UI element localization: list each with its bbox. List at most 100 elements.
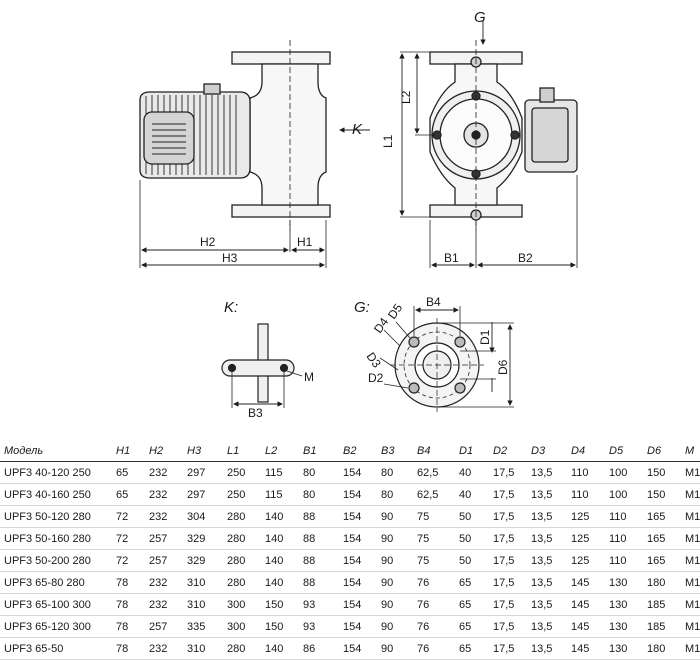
value-cell: 335	[183, 615, 223, 638]
front-dimensions	[399, 20, 576, 268]
value-cell: 90	[377, 637, 413, 660]
value-cell: 150	[261, 615, 299, 638]
column-header: D3	[527, 440, 567, 462]
value-cell: 13,5	[527, 571, 567, 594]
value-cell: 280	[223, 571, 261, 594]
column-header: B1	[299, 440, 339, 462]
value-cell: 185	[643, 593, 681, 616]
technical-drawing: H2 H1 H3 K G L	[139, 9, 578, 420]
column-header: B4	[413, 440, 455, 462]
pump-front-view	[400, 40, 578, 268]
value-cell: M10	[681, 483, 700, 506]
value-cell: 13,5	[527, 549, 567, 572]
d2-label: D2	[368, 371, 384, 385]
value-cell: 17,5	[489, 527, 527, 550]
value-cell: 165	[643, 505, 681, 528]
value-cell: 50	[455, 549, 489, 572]
value-cell: 310	[183, 637, 223, 660]
value-cell: 72	[112, 527, 145, 550]
value-cell: 88	[299, 527, 339, 550]
value-cell: 280	[223, 527, 261, 550]
value-cell: 72	[112, 505, 145, 528]
view-g-drawing	[379, 306, 514, 412]
value-cell: 130	[605, 571, 643, 594]
value-cell: 72	[112, 549, 145, 572]
value-cell: 80	[377, 483, 413, 506]
value-cell: 329	[183, 549, 223, 572]
d1-label: D1	[478, 329, 492, 345]
value-cell: 76	[413, 615, 455, 638]
k-arrow-label: K	[352, 121, 363, 138]
value-cell: 280	[223, 505, 261, 528]
value-cell: 154	[339, 571, 377, 594]
value-cell: 88	[299, 549, 339, 572]
value-cell: 300	[223, 615, 261, 638]
value-cell: 140	[261, 637, 299, 660]
value-cell: 86	[299, 637, 339, 660]
model-cell: UPF3 50-160 280	[0, 527, 112, 550]
value-cell: 17,5	[489, 615, 527, 638]
value-cell: 65	[455, 615, 489, 638]
value-cell: 93	[299, 593, 339, 616]
value-cell: 145	[567, 615, 605, 638]
value-cell: 75	[413, 549, 455, 572]
value-cell: 130	[605, 615, 643, 638]
value-cell: 232	[145, 461, 183, 484]
value-cell: 78	[112, 615, 145, 638]
model-cell: UPF3 65-100 300	[0, 593, 112, 616]
value-cell: 78	[112, 571, 145, 594]
value-cell: 76	[413, 571, 455, 594]
value-cell: 65	[112, 483, 145, 506]
value-cell: 13,5	[527, 483, 567, 506]
value-cell: 145	[567, 637, 605, 660]
value-cell: 165	[643, 549, 681, 572]
value-cell: 110	[605, 527, 643, 550]
value-cell: 180	[643, 637, 681, 660]
value-cell: M10	[681, 637, 700, 660]
value-cell: 13,5	[527, 505, 567, 528]
d3-label: D3	[364, 350, 384, 371]
value-cell: 185	[643, 615, 681, 638]
value-cell: 257	[145, 549, 183, 572]
column-header: D1	[455, 440, 489, 462]
value-cell: 93	[299, 615, 339, 638]
value-cell: 154	[339, 593, 377, 616]
value-cell: 329	[183, 527, 223, 550]
value-cell: 154	[339, 527, 377, 550]
d5-label: D5	[385, 301, 405, 322]
value-cell: 40	[455, 483, 489, 506]
value-cell: 154	[339, 483, 377, 506]
value-cell: 17,5	[489, 461, 527, 484]
column-header: L1	[223, 440, 261, 462]
value-cell: 110	[605, 505, 643, 528]
value-cell: 90	[377, 571, 413, 594]
value-cell: 232	[145, 637, 183, 660]
value-cell: 110	[605, 549, 643, 572]
model-cell: UPF3 50-200 280	[0, 549, 112, 572]
value-cell: 310	[183, 571, 223, 594]
value-cell: M10	[681, 571, 700, 594]
value-cell: 125	[567, 549, 605, 572]
h2-label: H2	[200, 235, 216, 249]
value-cell: 165	[643, 527, 681, 550]
value-cell: 80	[299, 461, 339, 484]
value-cell: 150	[643, 483, 681, 506]
h1-label: H1	[297, 235, 313, 249]
column-header: M	[681, 440, 700, 462]
value-cell: 232	[145, 483, 183, 506]
value-cell: 65	[455, 593, 489, 616]
value-cell: 65	[112, 461, 145, 484]
value-cell: 297	[183, 483, 223, 506]
value-cell: 150	[643, 461, 681, 484]
model-cell: UPF3 40-160 250	[0, 483, 112, 506]
value-cell: 257	[145, 527, 183, 550]
value-cell: 90	[377, 615, 413, 638]
value-cell: 17,5	[489, 571, 527, 594]
value-cell: 13,5	[527, 637, 567, 660]
value-cell: 75	[413, 527, 455, 550]
value-cell: 125	[567, 527, 605, 550]
